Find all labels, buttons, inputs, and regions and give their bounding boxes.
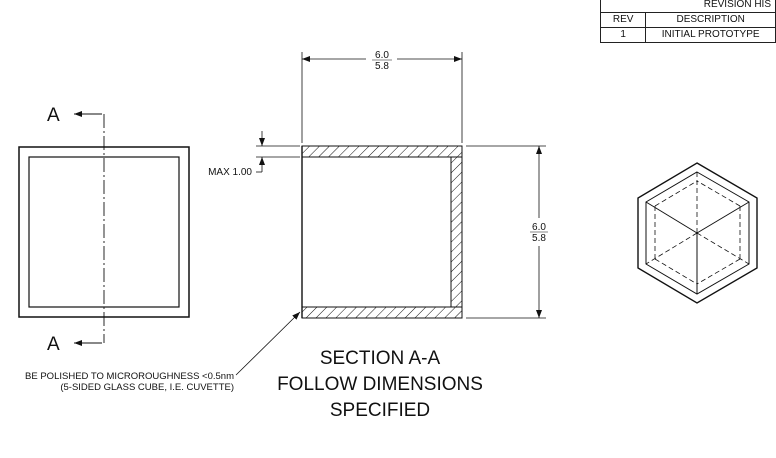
width-dim-max: 6.0 — [375, 50, 389, 61]
isometric-view — [637, 162, 758, 304]
iso-edge-left — [645, 201, 698, 234]
note-leader — [235, 311, 301, 376]
revision-row: 1 INITIAL PROTOTYPE — [599, 27, 776, 43]
iso-hidden-3 — [696, 232, 750, 265]
revision-row-rev: 1 — [599, 27, 647, 43]
iso-hidden-8 — [654, 258, 698, 285]
iso-hidden-7 — [696, 180, 741, 207]
section-label-top: A — [47, 105, 60, 126]
section-view: 6.0 5.8 6.0 5.8 MAX 1.00 BE POLISHED TO … — [25, 50, 548, 421]
height-dim-max: 6.0 — [532, 222, 546, 233]
iso-outline — [637, 162, 758, 304]
height-dim-min: 5.8 — [532, 233, 546, 244]
width-dim-min: 5.8 — [375, 61, 389, 72]
section-caption-line-1: SECTION A-A — [320, 348, 441, 369]
note-line-2: (5-SIDED GLASS CUBE, I.E. CUVETTE) — [60, 382, 234, 393]
section-caption-line-2: FOLLOW DIMENSIONS — [277, 374, 483, 395]
section-caption-line-3: SPECIFIED — [330, 400, 430, 421]
iso-hidden-9 — [696, 258, 741, 285]
wall-right — [450, 156, 463, 308]
revision-row-description: INITIAL PROTOTYPE — [645, 27, 776, 43]
wall-bottom — [301, 306, 463, 319]
iso-edge-right — [696, 201, 750, 234]
iso-hidden-6 — [654, 180, 698, 207]
section-label-bottom: A — [47, 334, 60, 355]
note-line-1: BE POLISHED TO MICROROUGHNESS <0.5nm — [25, 371, 234, 382]
wall-dim-label: MAX 1.00 — [208, 167, 252, 178]
revision-table: REVISION HIS REV DESCRIPTION 1 INITIAL P… — [599, 0, 776, 43]
front-view: A A — [18, 105, 190, 355]
wall-top — [301, 145, 463, 158]
iso-hidden-2 — [645, 232, 698, 265]
